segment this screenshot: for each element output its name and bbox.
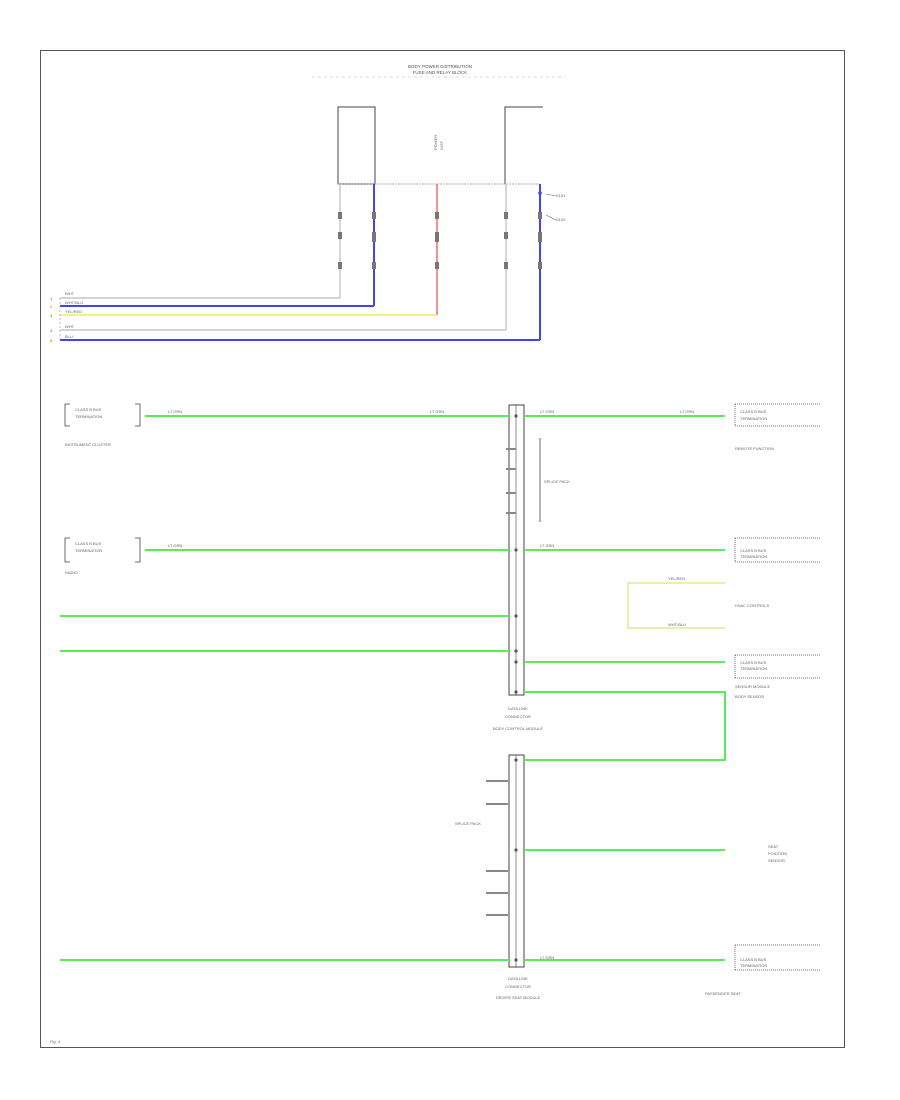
wire-color-label-6: LT GRN [540,543,554,548]
splice-block-1-line1: DATA LINK [508,706,528,711]
module-2-line1: CLASS B BUS [75,541,102,546]
splice-block-1-line3: BODY CONTROL MODULE [493,726,543,731]
wire-code-2: 2 [50,304,53,309]
header-title: BODY POWER DISTRIBUTION [408,64,472,69]
module-3-caption: REMOTE FUNCTION [735,446,774,451]
wire-color-label-3: LT GRN [540,409,554,414]
module-hvac: CLASS B BUS TERMINATION HVAC CONTROLS [734,537,820,608]
module-6-line1: CLASS B BUS [740,957,767,962]
wire-code-4: 4 [50,328,53,333]
module-4-caption: HVAC CONTROLS [735,603,769,608]
hvac-wire-b: WHT/BLU [668,622,686,627]
module-1-line1: CLASS B BUS [75,407,102,412]
seat-sensor-line1: SEAT [768,844,779,849]
wire-label-2: WHT/BLU [65,300,83,305]
splice-label-2: S102 [556,217,566,222]
can-bus-wires [60,415,726,961]
wire-color-label-4: LT GRN [680,409,694,414]
wire-color-label-2: LT GRN [430,409,444,414]
module-seat-sensor: SEAT POSITION SENSOR [768,844,787,863]
seat-sensor-line3: SENSOR [768,858,785,863]
wire-label-5: BLU [65,334,73,339]
module-1-line2: TERMINATION [75,414,102,419]
wire-code-1: 1 [50,296,53,301]
wire-code-5: 5 [50,338,53,343]
wire-label-3: YEL/RED [65,309,82,314]
module-6-line2: TERMINATION [740,963,767,968]
wire-code-3: 3 [50,313,53,318]
module-3-line1: CLASS B BUS [740,409,767,414]
header-subtitle: FUSE AND RELAY BLOCK [413,70,468,75]
splice-block-2: SPLICE PACK DATA LINK CONNECTOR DRIVER S… [455,754,541,1000]
module-passenger-seat: CLASS B BUS TERMINATION PASSENGER SEAT [705,944,820,996]
diagram-frame [40,50,845,1048]
module-2-caption: RADIO [65,570,78,575]
wire-color-label-1: LT GRN [168,409,182,414]
connector-mid-label-1: POWER [433,135,438,150]
connector-box-right [504,106,543,184]
module-instrument-cluster: CLASS B BUS TERMINATION INSTRUMENT CLUST… [64,403,141,447]
module-5-line1: CLASS B BUS [740,660,767,665]
splice-block-2-line3: DRIVER SEAT MODULE [496,995,541,1000]
module-5-line2: TERMINATION [740,666,767,671]
module-5-caption: SENSOR MODULE [735,684,770,689]
module-6-caption: PASSENGER SEAT [705,991,741,996]
top-connector: POWER DIST S101 S102 [337,106,566,222]
wire-color-label-7: LT GRN [540,955,554,960]
connector-mid-label-2: DIST [439,140,444,150]
splice-block-2-line2: CONNECTOR [505,984,531,989]
module-4-line2: TERMINATION [740,554,767,559]
module-1-caption: INSTRUMENT CLUSTER [65,442,111,447]
splice-label-1: S101 [556,193,566,198]
splice-block-1-line2: CONNECTOR [505,714,531,719]
wire-green-loop [524,691,726,761]
hvac-subwires: YEL/RED WHT/BLU [627,576,725,629]
splice-block-2-line1: DATA LINK [508,976,528,981]
splice-block-1-side-label: SPLICE PACK [544,479,570,484]
hvac-wire-a: YEL/RED [668,576,685,581]
module-5-subcaption: BODY SENSOR [735,694,764,699]
splice-block-1: SPLICE PACK DATA LINK CONNECTOR BODY CON… [493,404,570,731]
connector-box-left [337,106,376,185]
seat-sensor-line2: POSITION [768,851,787,856]
module-sensor: CLASS B BUS TERMINATION SENSOR MODULE BO… [734,654,820,699]
module-3-line2: TERMINATION [740,416,767,421]
top-horizontal-wires: WHT WHT/BLU YEL/RED WHT BLU 1 2 3 4 5 [50,291,540,343]
module-radio: CLASS B BUS TERMINATION RADIO [64,537,141,575]
module-remote-function: CLASS B BUS TERMINATION REMOTE FUNCTION [734,403,820,451]
module-4-line1: CLASS B BUS [740,548,767,553]
module-2-line2: TERMINATION [75,548,102,553]
top-vertical-wires [338,184,542,340]
page-reference: Fig. 4 [50,1039,61,1044]
wire-color-label-5: LT GRN [168,543,182,548]
wire-label-4: WHT [65,324,75,329]
splice-block-2-side-label: SPLICE PACK [455,821,481,826]
wire-label-1: WHT [65,291,75,296]
